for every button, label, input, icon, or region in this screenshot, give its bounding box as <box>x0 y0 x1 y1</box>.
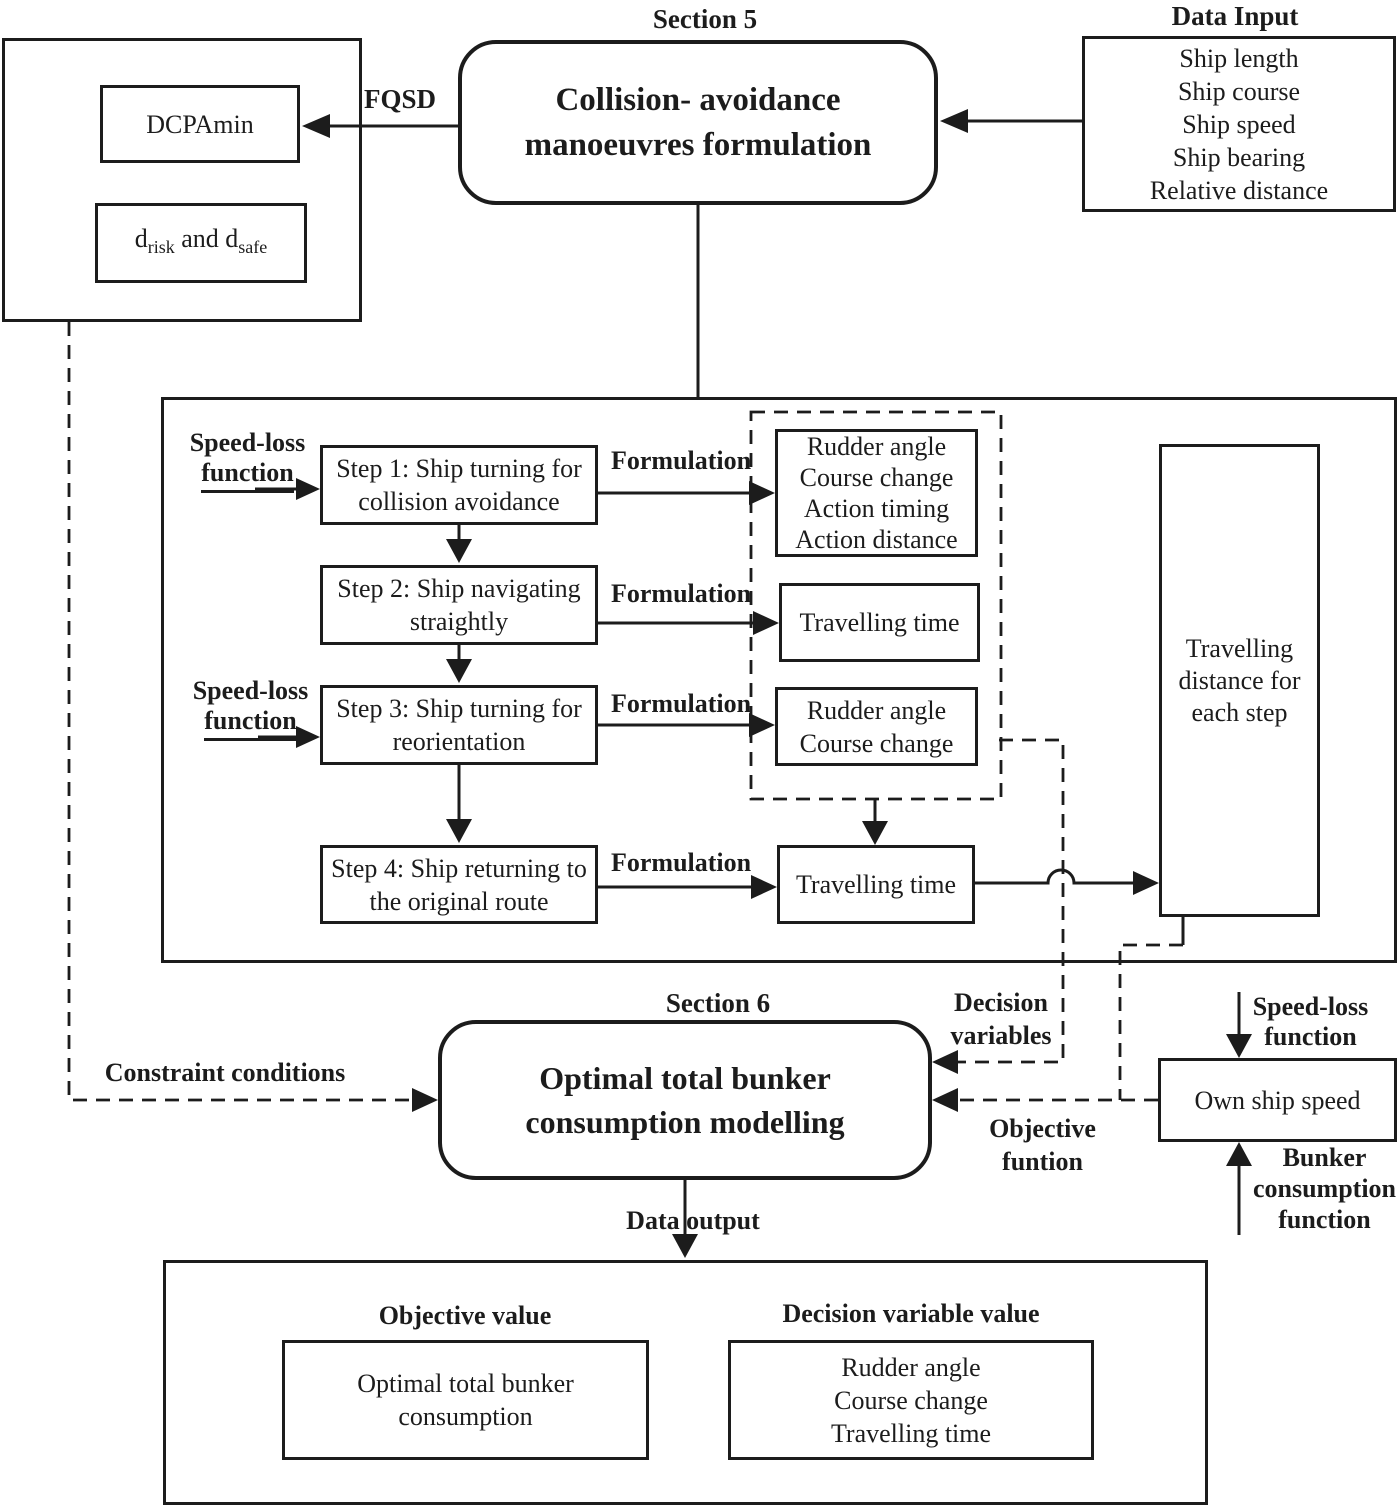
fqsd-label: FQSD <box>363 84 436 114</box>
step4-line1: Step 4: Ship returning to <box>331 853 587 883</box>
section6-title-line2: consumption modelling <box>525 1104 845 1140</box>
section5-tag: Section 5 <box>652 4 758 34</box>
speed-loss-line2: function <box>201 458 294 493</box>
step2-box: Step 2: Ship navigating straightly <box>320 565 598 645</box>
decision-variables-arrowhead <box>932 1050 958 1074</box>
data-input-title: Data Input <box>1171 1 1299 31</box>
out1-line3: Action timing <box>803 494 950 523</box>
data-output-panel <box>163 1260 1208 1505</box>
out1-line2: Course change <box>799 463 954 492</box>
section6-title-line1: Optimal total bunker <box>539 1060 831 1096</box>
step1-output-box: Rudder angle Course change Action timing… <box>775 429 978 557</box>
data-input-item: Ship bearing <box>1172 142 1306 172</box>
step3-line2: reorientation <box>392 727 526 756</box>
step3-output-box: Rudder angle Course change <box>775 687 978 766</box>
decision-box-line1: Rudder angle <box>841 1352 981 1382</box>
objective-value-box: Optimal total bunker consumption <box>282 1340 649 1460</box>
decision-variable-value-title: Decision variable value <box>782 1299 1040 1328</box>
out2-label: Travelling time <box>799 608 960 637</box>
objective-box-line2: consumption <box>398 1402 533 1431</box>
bunker-line2: consumption <box>1252 1174 1397 1203</box>
speed-loss-line2: function <box>204 706 297 741</box>
data-input-arrowhead <box>940 109 968 133</box>
own-ship-speed-box: Own ship speed <box>1158 1058 1397 1142</box>
section6-tag: Section 6 <box>665 988 771 1018</box>
constraint-conditions-arrowhead <box>412 1088 438 1112</box>
formulation-label-1: Formulation <box>611 446 752 475</box>
bunker-consumption-label: Bunker consumption function <box>1252 1142 1397 1235</box>
speed-loss-label-1: Speed-loss function <box>180 428 315 493</box>
d-sub-safe: safe <box>238 237 268 258</box>
travel-distance-line3: each step <box>1191 697 1288 727</box>
decision-box-line3: Travelling time <box>830 1418 992 1448</box>
data-input-item: Ship course <box>1177 76 1301 106</box>
formulation-label-2: Formulation <box>611 579 752 608</box>
d-sub-risk: risk <box>147 237 175 258</box>
out4-label: Travelling time <box>795 870 957 899</box>
data-output-label: Data output <box>626 1206 760 1235</box>
data-input-item: Ship speed <box>1182 109 1296 139</box>
own-ship-speed-label: Own ship speed <box>1194 1085 1361 1115</box>
travelling-distance-box: Travelling distance for each step <box>1159 444 1320 917</box>
step3-line1: Step 3: Ship turning for <box>336 694 582 723</box>
step1-line2: collision avoidance <box>358 487 560 516</box>
drisk-dsafe-box: drisk and dsafe <box>95 203 307 283</box>
decision-variables-label: Decision variables <box>940 986 1062 1052</box>
step4-box: Step 4: Ship returning to the original r… <box>320 845 598 924</box>
step2-line2: straightly <box>409 607 509 636</box>
data-input-item: Relative distance <box>1149 175 1329 205</box>
decision-variables-line2: variables <box>950 1021 1052 1050</box>
bunker-own-ship-arrowhead <box>1226 1142 1252 1166</box>
formulation-label-3: Formulation <box>611 689 752 718</box>
dcpamin-box: DCPAmin <box>100 85 300 163</box>
step2-line1: Step 2: Ship navigating <box>337 574 581 603</box>
section6-output-arrowhead <box>672 1234 698 1258</box>
fqsd-panel <box>2 38 362 322</box>
d-base-2: and d <box>174 223 239 253</box>
out3-line1: Rudder angle <box>806 695 947 725</box>
d-base-1: d <box>134 223 148 253</box>
speed-loss-line1: Speed-loss <box>189 428 306 457</box>
step2-output-box: Travelling time <box>779 583 980 662</box>
collision-avoidance-box: Collision- avoidance manoeuvres formulat… <box>458 40 938 205</box>
objective-box-line1: Optimal total bunker <box>357 1369 574 1398</box>
out3-line2: Course change <box>799 728 954 758</box>
constraint-conditions-label: Constraint conditions <box>104 1058 346 1087</box>
drisk-dsafe-label: drisk and dsafe <box>135 222 268 264</box>
travel-distance-line2: distance for <box>1178 665 1301 695</box>
step4-output-box: Travelling time <box>777 845 975 924</box>
step1-box: Step 1: Ship turning for collision avoid… <box>320 445 598 525</box>
collision-title-line1: Collision- avoidance <box>555 81 841 118</box>
collision-title-line2: manoeuvres formulation <box>524 126 872 163</box>
data-input-box: Ship length Ship course Ship speed Ship … <box>1082 36 1396 212</box>
objective-funtion-label: Objective funtion <box>980 1112 1105 1178</box>
travel-distance-line1: Travelling <box>1185 633 1294 663</box>
formulation-label-4: Formulation <box>611 848 752 877</box>
out1-line1: Rudder angle <box>806 432 947 461</box>
decision-box-line2: Course change <box>834 1385 988 1415</box>
objective-funtion-line1: Objective <box>989 1114 1096 1143</box>
objective-funtion-arrowhead <box>932 1088 958 1112</box>
objective-value-title: Objective value <box>378 1301 552 1330</box>
out1-line4: Action distance <box>795 525 958 554</box>
objective-funtion-line2: funtion <box>1002 1147 1083 1176</box>
speed-loss-label-2: Speed-loss function <box>183 676 318 741</box>
decision-variables-line1: Decision <box>954 988 1048 1017</box>
step4-line2: the original route <box>369 886 549 916</box>
speed-loss-right-label: Speed-loss function <box>1248 992 1373 1052</box>
step1-line1: Step 1: Ship turning for <box>336 454 582 483</box>
bunker-line3: function <box>1278 1205 1371 1234</box>
speed-loss-right-line1: Speed-loss <box>1252 992 1369 1021</box>
data-input-item: Ship length <box>1179 43 1299 73</box>
bunker-line1: Bunker <box>1282 1143 1367 1172</box>
bunker-modelling-box: Optimal total bunker consumption modelli… <box>438 1020 932 1180</box>
step3-box: Step 3: Ship turning for reorientation <box>320 685 598 765</box>
decision-variable-value-box: Rudder angle Course change Travelling ti… <box>728 1340 1094 1460</box>
speed-loss-line1: Speed-loss <box>192 676 309 705</box>
speed-loss-right-line2: function <box>1264 1022 1357 1051</box>
dcpamin-label: DCPAmin <box>146 109 254 139</box>
